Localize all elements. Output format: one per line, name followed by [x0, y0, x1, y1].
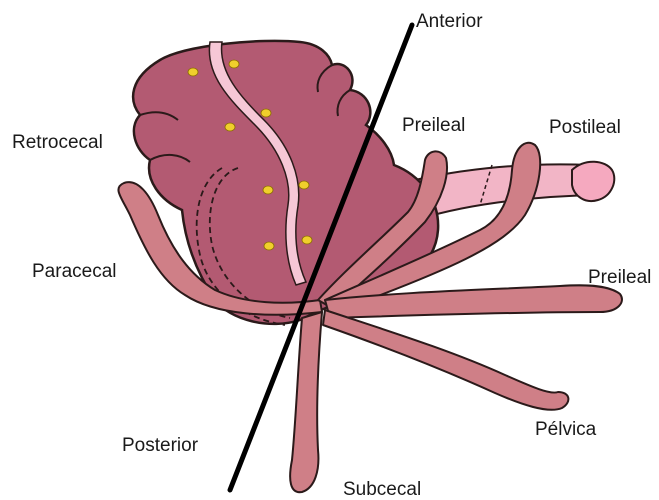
label-subcecal: Subcecal — [343, 480, 421, 499]
label-posterior: Posterior — [122, 436, 198, 455]
appendix-subcecal — [290, 312, 322, 492]
label-preileal-top: Preileal — [402, 116, 465, 135]
label-paracecal: Paracecal — [32, 262, 117, 281]
appendix-pelvica — [323, 310, 568, 410]
label-pelvica: Pélvica — [535, 420, 596, 439]
label-anterior: Anterior — [416, 12, 483, 31]
ileum-end — [572, 162, 614, 201]
label-retrocecal: Retrocecal — [12, 133, 103, 152]
label-postileal: Postileal — [549, 118, 621, 137]
label-preileal-right: Preileal — [588, 268, 651, 287]
